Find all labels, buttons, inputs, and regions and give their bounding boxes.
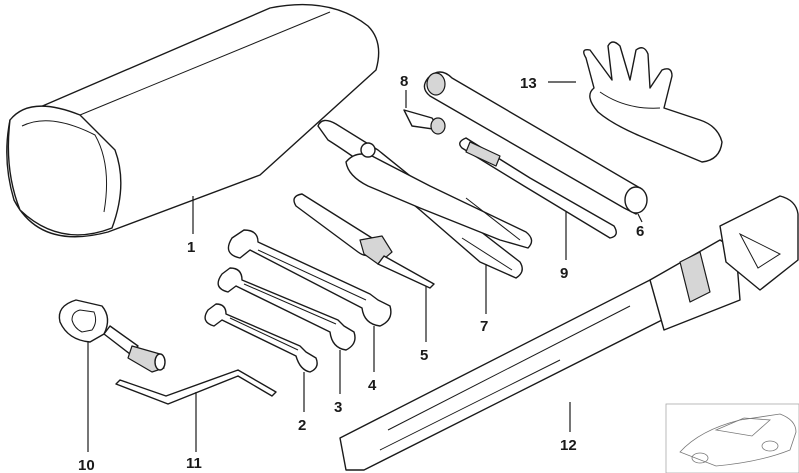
warning-triangle-box-part [339, 195, 799, 471]
callout-1: 1 [187, 239, 195, 256]
socket-part [403, 109, 446, 135]
callout-11: 11 [186, 455, 202, 472]
callout-7: 7 [480, 318, 488, 335]
wrench-large-part [227, 229, 392, 327]
callout-6: 6 [636, 223, 644, 240]
wrench-medium-part [217, 267, 356, 351]
leader-lines [87, 81, 643, 452]
tool-case-part [6, 3, 380, 238]
callout-8: 8 [400, 73, 408, 90]
screwdriver-part [293, 193, 435, 289]
leader-6 [637, 213, 643, 223]
towing-eye-part [58, 299, 166, 373]
callout-13: 13 [520, 75, 537, 92]
socket-bar-part [459, 137, 617, 239]
callout-5: 5 [420, 347, 428, 364]
wrench-small-part [204, 303, 318, 373]
wheel-brace-part [423, 71, 648, 215]
callout-3: 3 [334, 399, 342, 416]
glove-part [583, 41, 723, 163]
callout-labels: 1 2 3 4 5 6 7 8 9 10 11 12 13 [78, 73, 644, 473]
callout-4: 4 [368, 377, 377, 394]
callout-9: 9 [560, 265, 568, 282]
callout-12: 12 [560, 437, 577, 454]
callout-2: 2 [298, 417, 306, 434]
pliers-part [317, 119, 533, 279]
vehicle-thumbnail [665, 403, 799, 473]
hex-key-part [115, 369, 277, 405]
callout-10: 10 [78, 457, 95, 473]
